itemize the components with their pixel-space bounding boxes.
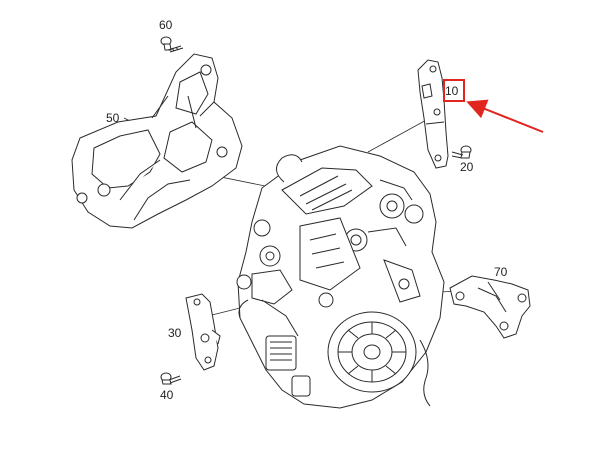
highlight-arrow — [466, 99, 544, 133]
callout-70: 70 — [494, 265, 508, 279]
callout-40: 40 — [160, 388, 174, 402]
bolt-20 — [451, 145, 472, 159]
callout-30: 30 — [168, 326, 182, 340]
engine-assembly — [236, 145, 445, 409]
callout-60: 60 — [159, 18, 173, 32]
bolt-40 — [160, 372, 182, 385]
bracket-50 — [71, 53, 243, 229]
callout-50: 50 — [106, 111, 120, 125]
callout-20: 20 — [460, 160, 474, 174]
bolt-60 — [160, 36, 184, 53]
highlight-box — [443, 79, 465, 102]
bracket-70 — [449, 275, 531, 339]
callout-10: 10 — [445, 84, 459, 98]
bracket-30 — [185, 293, 221, 371]
bracket-10 — [417, 59, 449, 169]
